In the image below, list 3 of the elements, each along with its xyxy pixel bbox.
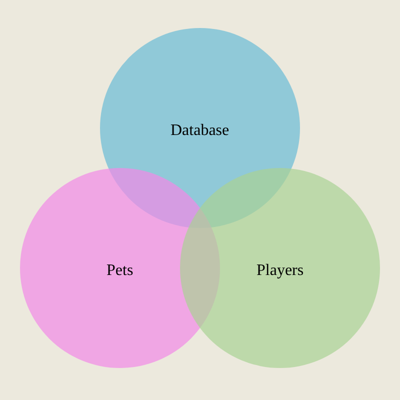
circle-label: Database [170, 120, 230, 140]
circle-label: Pets [106, 260, 134, 280]
circle-label: Players [256, 260, 304, 280]
